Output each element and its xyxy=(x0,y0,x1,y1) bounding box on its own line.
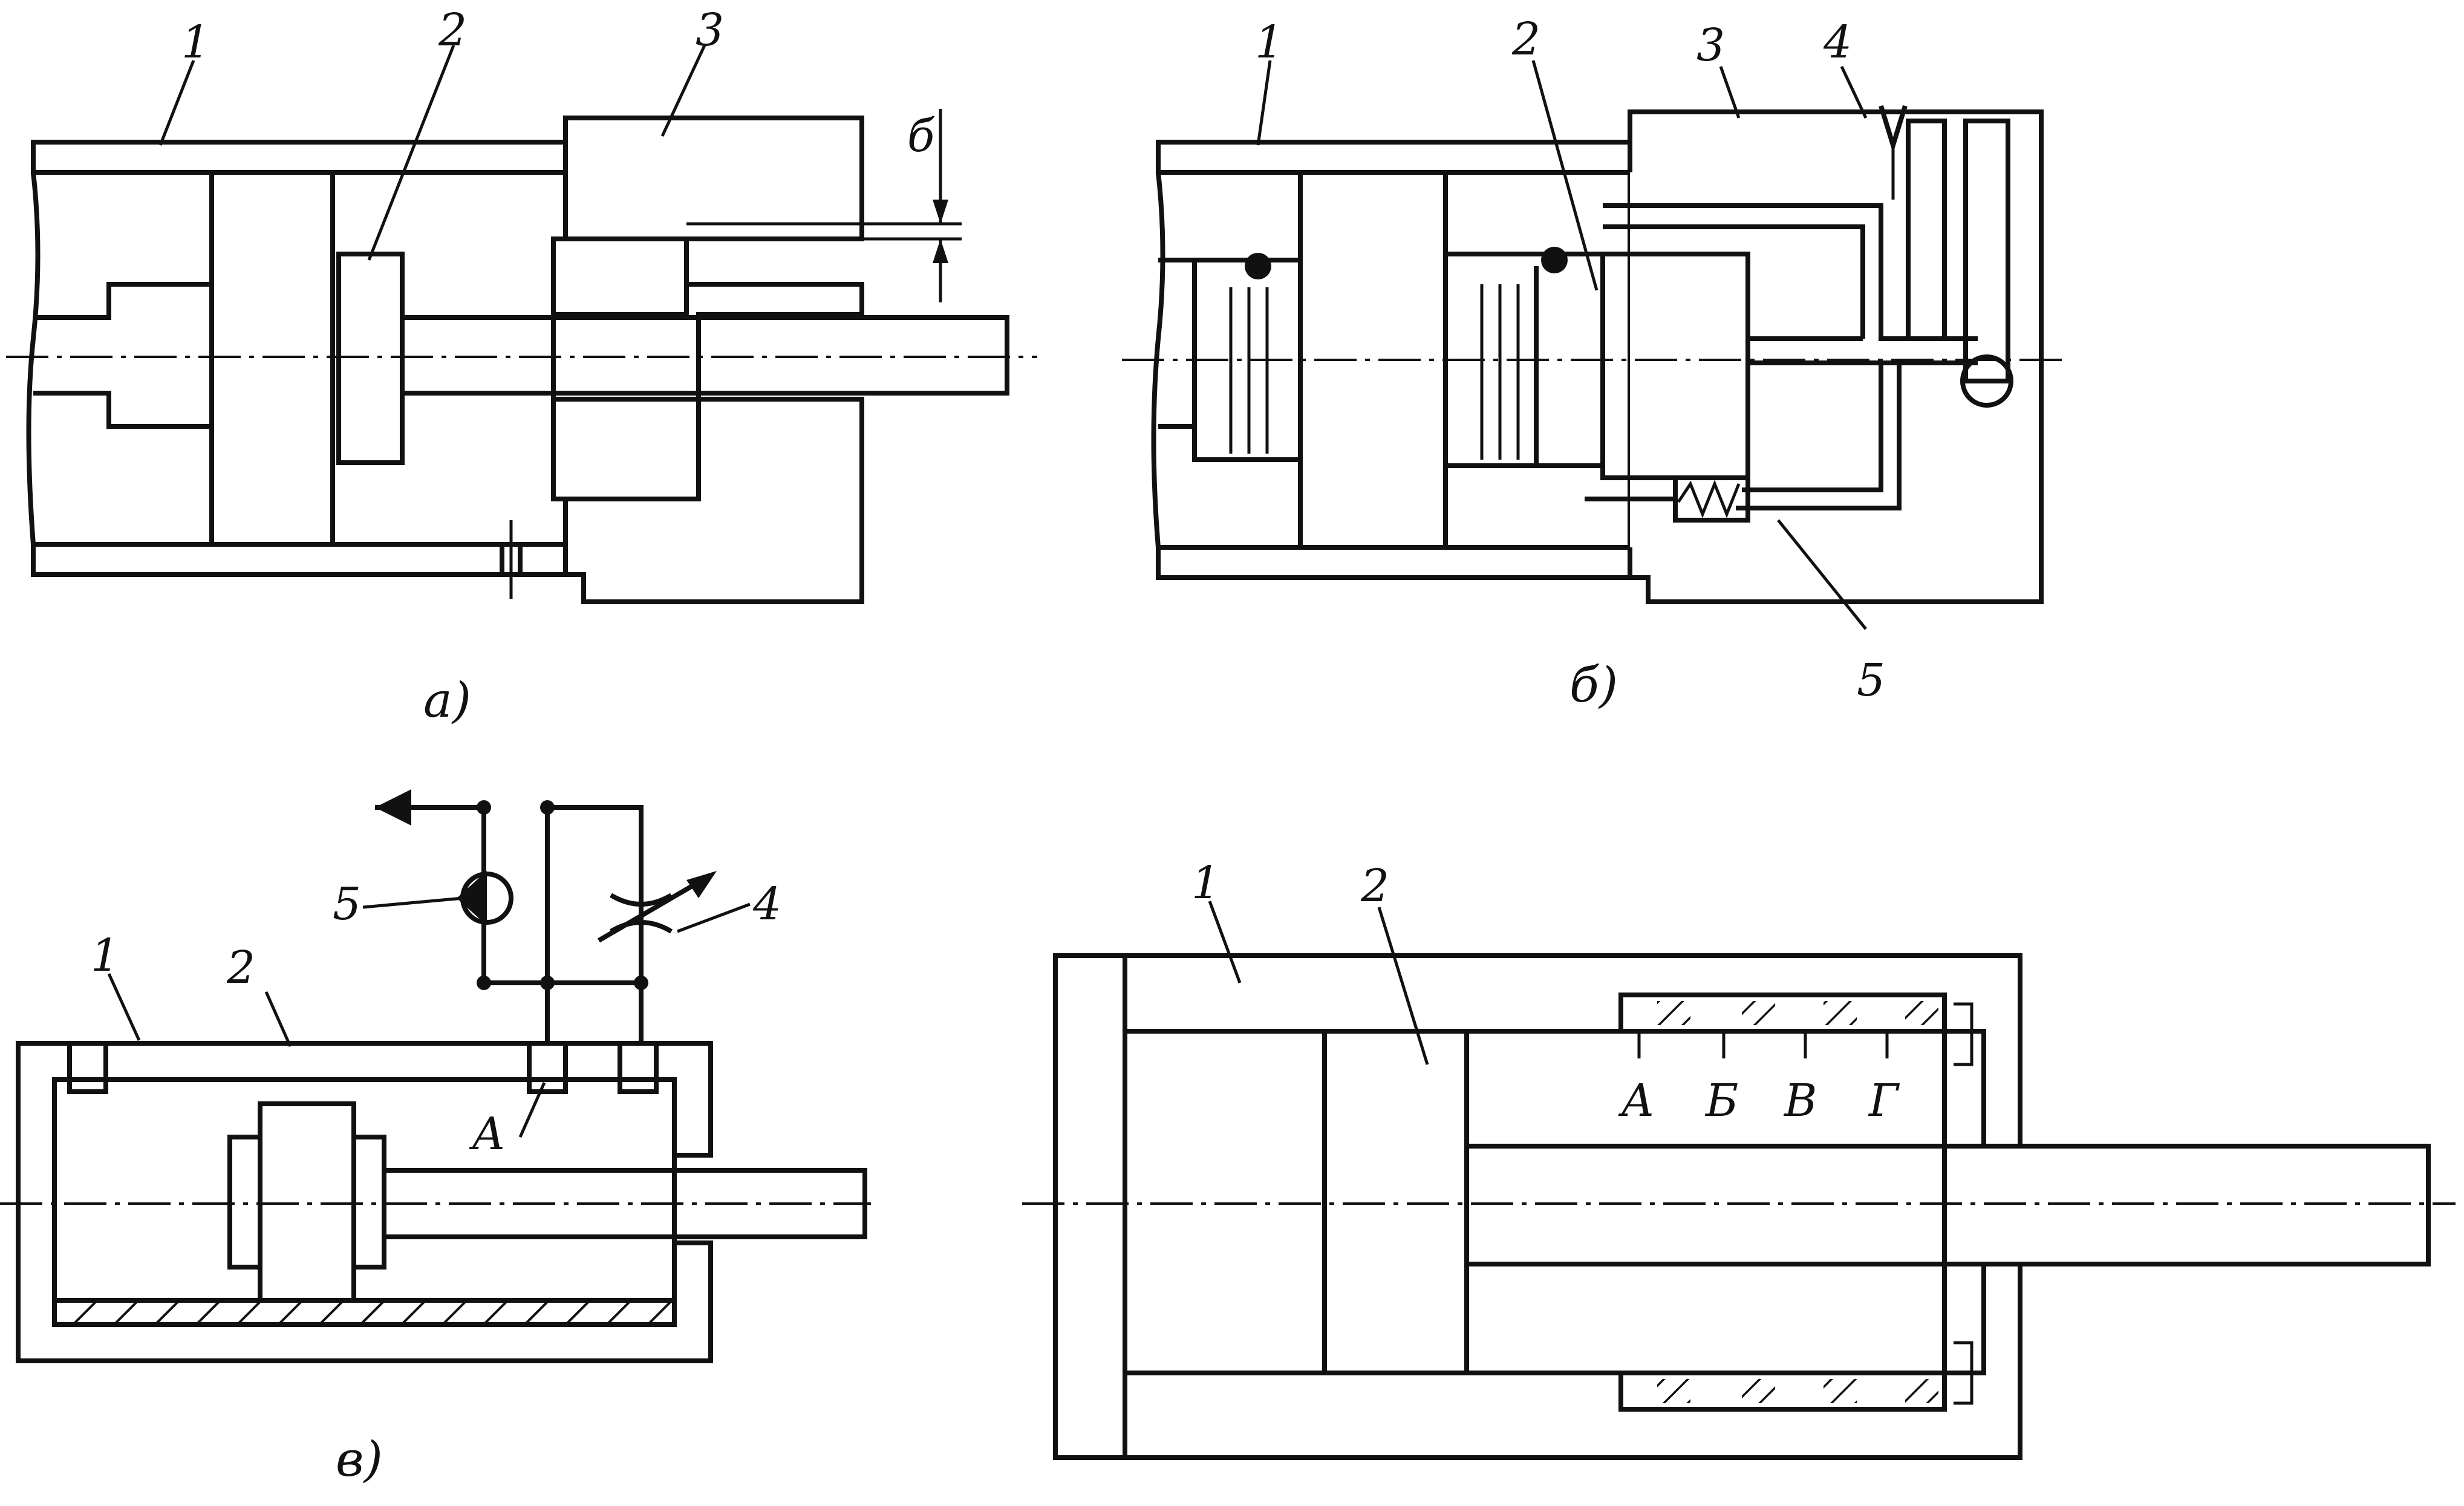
port-label-a: А xyxy=(469,1108,506,1160)
label-1: 1 xyxy=(181,16,210,68)
piston xyxy=(209,170,335,547)
label-5: 5 xyxy=(333,878,361,930)
label-1: 1 xyxy=(1255,16,1283,68)
label-3: 3 xyxy=(696,4,724,56)
caption-v: в) xyxy=(336,1431,383,1487)
label-2: 2 xyxy=(1511,13,1540,65)
label-4: 4 xyxy=(1823,16,1852,68)
braking-plunger xyxy=(336,252,405,465)
port-label-v: В xyxy=(1783,1075,1817,1127)
label-1: 1 xyxy=(91,930,119,982)
caption-b: б) xyxy=(1569,657,1618,713)
caption-a: а) xyxy=(423,672,471,728)
piston-rod xyxy=(1464,1144,2431,1266)
port-label-b: Б xyxy=(1704,1075,1738,1127)
cylinder-wall-bottom xyxy=(1156,545,1632,580)
gap-label: б xyxy=(907,110,935,162)
port-label-a: А xyxy=(1618,1075,1655,1127)
plunger-left xyxy=(33,282,214,429)
label-5: 5 xyxy=(1857,654,1885,706)
head-bore xyxy=(1600,252,1750,480)
figure-a: 1 2 3 б а) xyxy=(6,4,1037,728)
figure-g: 1 2 А Б В Г xyxy=(1022,857,2456,1460)
cylinder-wall-bottom xyxy=(31,542,568,577)
label-4: 4 xyxy=(752,878,781,930)
figure-b: 1 2 3 4 5 б) xyxy=(1122,13,2065,713)
head-bore xyxy=(551,236,689,317)
cylinder-head xyxy=(551,116,864,604)
break-line xyxy=(26,172,41,545)
cylinder-wall-top xyxy=(31,140,568,175)
label-1: 1 xyxy=(1191,857,1220,909)
piston xyxy=(258,1101,356,1303)
figure-v: 5 4 1 2 А в) xyxy=(0,789,871,1487)
label-2: 2 xyxy=(226,942,255,994)
label-2: 2 xyxy=(438,4,467,56)
port-label-g: Г xyxy=(1868,1075,1900,1127)
throttle-adjust-arrow xyxy=(597,875,709,943)
label-3: 3 xyxy=(1696,19,1725,71)
piston-rod xyxy=(400,315,1009,396)
piston xyxy=(1322,1029,1469,1375)
label-2: 2 xyxy=(1360,860,1389,912)
